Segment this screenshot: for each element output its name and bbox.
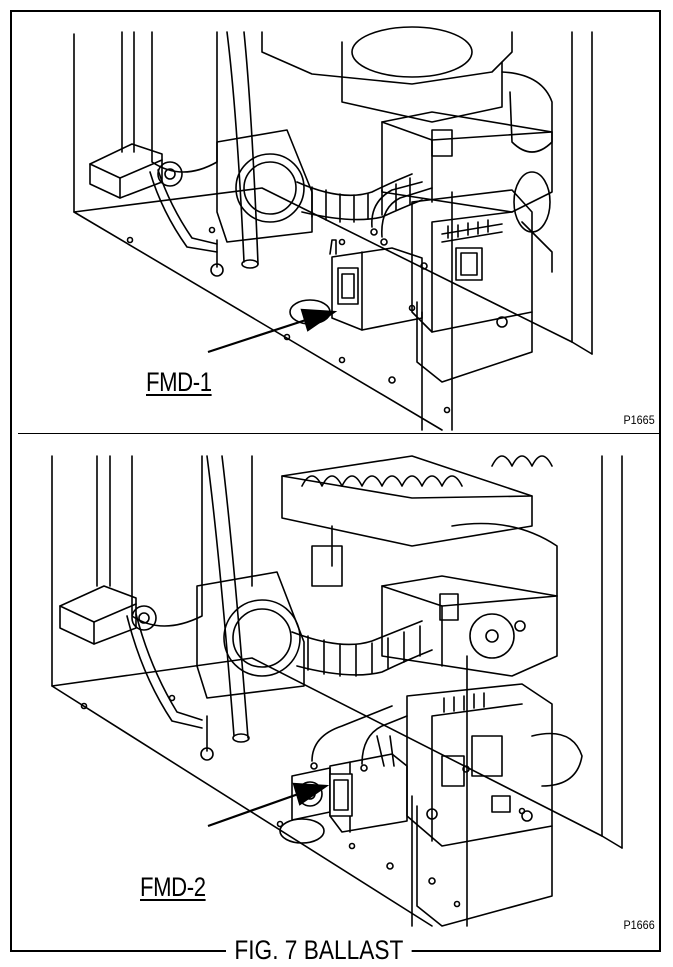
fmd2-drawing (51, 455, 623, 927)
figure-caption: FIG. 7 BALLAST (226, 935, 412, 966)
fmd1-drawing (73, 26, 593, 431)
fmd1-drawing-code: P1665 (623, 413, 655, 427)
fmd2-label: FMD-2 (140, 872, 206, 902)
caption-bar: FIG. 7 BALLAST (0, 935, 673, 967)
fmd2-drawing-code: P1666 (623, 918, 655, 932)
panel-divider (18, 433, 661, 434)
fmd1-label: FMD-1 (146, 367, 212, 397)
